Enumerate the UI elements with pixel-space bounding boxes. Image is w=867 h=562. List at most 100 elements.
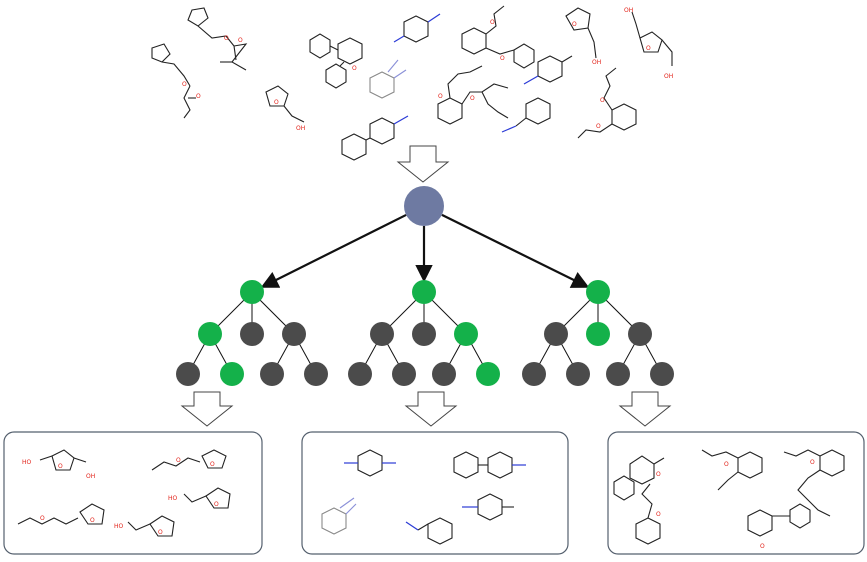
tree-node-level2 (240, 322, 264, 346)
svg-text:O: O (490, 19, 495, 26)
molecule-terephthalonitrile (344, 449, 396, 477)
tree-node-level2 (628, 322, 652, 346)
molecule-diallyl-phthalate: O O (577, 67, 637, 139)
molecule-thf-methanol: O HO (114, 515, 175, 537)
tree-node-leaf (392, 362, 416, 386)
tree-node-level2 (454, 322, 478, 346)
molecule-diallyl-phthalate: O (701, 449, 763, 491)
svg-text:O: O (810, 459, 815, 466)
cluster-box-phthalates: O O O O O (607, 431, 865, 555)
tree-node-level1-2 (412, 280, 436, 304)
tree-node-leaf (650, 362, 674, 386)
molecule-biphenyl-carbonitrile (341, 115, 409, 161)
svg-text:O: O (656, 471, 661, 478)
molecule-tolunitrile (523, 55, 573, 85)
svg-text:O: O (58, 463, 63, 470)
tree-node-leaf (176, 362, 200, 386)
block-arrow-down-left (180, 391, 234, 427)
tree-node-leaf (348, 362, 372, 386)
molecule-phthalonitrile (321, 497, 357, 535)
svg-text:O: O (176, 457, 181, 464)
svg-text:HO: HO (168, 495, 178, 502)
molecule-furandicarboxylic-acid: O OH OH (624, 7, 673, 80)
svg-text:O: O (724, 461, 729, 468)
svg-text:OH: OH (664, 73, 673, 80)
tree-node-leaf (566, 362, 590, 386)
tree-node-level2 (370, 322, 394, 346)
root-edge-3 (441, 213, 590, 288)
molecule-thf-acrylate: O O (17, 503, 105, 525)
cluster-box-nitriles (301, 431, 569, 555)
molecule-thf-acrylate: O O (151, 43, 201, 119)
tree-root-node (404, 186, 444, 226)
molecule-dehp: O (783, 449, 845, 517)
molecule-benzyl-cyanide (501, 97, 551, 133)
svg-text:O: O (438, 93, 443, 100)
molecule-furfuryl-alcohol: O OH (265, 85, 305, 132)
tree-node-leaf (606, 362, 630, 386)
tree-node-level2 (412, 322, 436, 346)
tree-node-level1-1 (240, 280, 264, 304)
tree-node-leaf (304, 362, 328, 386)
svg-text:O: O (158, 529, 163, 536)
tree-nodes (176, 186, 674, 386)
tree-node-leaf (432, 362, 456, 386)
svg-text:HO: HO (22, 459, 32, 466)
svg-text:O: O (182, 81, 187, 88)
molecule-phthalonitrile (369, 59, 407, 99)
root-edge-1 (260, 213, 407, 288)
svg-text:O: O (646, 45, 651, 52)
molecule-dicyclohexyl-phthalate: O (309, 33, 363, 89)
svg-text:O: O (214, 501, 219, 508)
svg-text:OH: OH (592, 59, 601, 66)
tree-node-leaf (260, 362, 284, 386)
svg-text:O: O (224, 35, 229, 42)
tree-node-leaf (220, 362, 244, 386)
svg-text:O: O (596, 123, 601, 130)
tree-node-level2 (198, 322, 222, 346)
molecule-tolunitrile (462, 493, 514, 521)
svg-text:O: O (90, 517, 95, 524)
svg-text:OH: OH (296, 125, 305, 132)
svg-text:O: O (352, 65, 357, 72)
svg-text:O: O (656, 511, 661, 518)
molecule-biphenyl-carbonitrile (453, 451, 526, 479)
molecule-benzyl-cyanide (405, 517, 453, 545)
svg-text:HO: HO (114, 523, 124, 530)
tree-node-level2 (586, 322, 610, 346)
svg-text:O: O (470, 95, 475, 102)
block-arrow-down-middle (404, 391, 458, 427)
molecule-thf-methanol: O OH (565, 7, 601, 66)
tree-node-level2 (282, 322, 306, 346)
block-arrow-down-right (618, 391, 672, 427)
svg-text:O: O (500, 55, 505, 62)
svg-text:O: O (274, 99, 279, 106)
molecule-benzyl-butyl-phthalate: O (747, 503, 811, 550)
molecule-furfuryl-alcohol: O HO (168, 487, 231, 509)
cluster-box-furans: O HO OH O O O HO O O O H (3, 431, 263, 555)
tree-node-leaf (522, 362, 546, 386)
molecule-dicyclohexyl-phthalate: O (613, 455, 665, 501)
molecule-furandicarboxylic-acid: O HO OH (22, 449, 95, 480)
molecule-dibutyl-phthalate: O (635, 483, 661, 545)
input-molecule-pool: O O O O O OH O (151, 5, 673, 161)
svg-text:OH: OH (624, 7, 633, 14)
svg-text:O: O (760, 543, 765, 550)
tree-node-level1-3 (586, 280, 610, 304)
svg-text:O: O (572, 21, 577, 28)
svg-text:OH: OH (86, 473, 95, 480)
molecule-thf-methacrylate: O O (187, 7, 248, 71)
svg-text:O: O (40, 515, 45, 522)
svg-text:O: O (238, 37, 243, 44)
svg-text:O: O (210, 461, 215, 468)
molecule-dehp: O O (437, 65, 509, 125)
svg-text:O: O (600, 97, 605, 104)
molecule-benzyl-butyl-phthalate: O O (461, 5, 535, 69)
molecule-thf-methacrylate: O O (151, 449, 227, 471)
block-arrow-down-top (396, 145, 450, 183)
tree-node-leaf (476, 362, 500, 386)
svg-text:O: O (196, 93, 201, 100)
molecule-terephthalonitrile (393, 13, 441, 43)
tree-node-level2 (544, 322, 568, 346)
